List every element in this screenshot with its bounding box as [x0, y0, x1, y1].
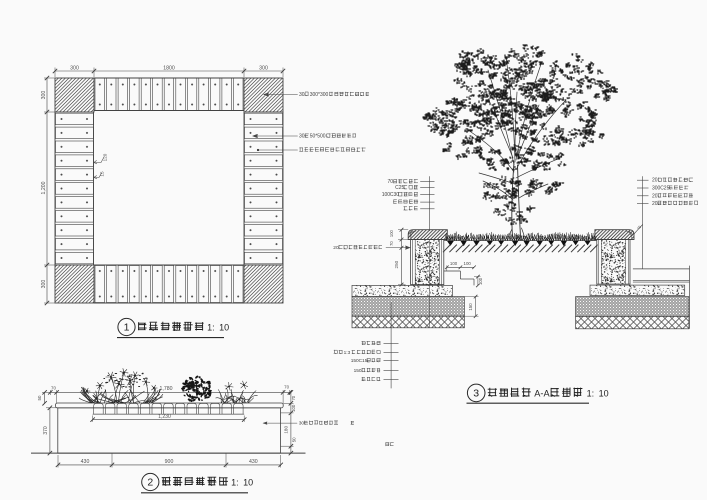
svg-text:300: 300: [652, 186, 661, 192]
svg-text:C30: C30: [390, 192, 399, 198]
svg-text:20: 20: [652, 178, 658, 184]
svg-text:900: 900: [165, 459, 174, 465]
svg-text:300*300: 300*300: [310, 92, 329, 98]
svg-text:C15: C15: [359, 358, 368, 364]
svg-text:1,230: 1,230: [158, 414, 171, 420]
svg-text:1:: 1:: [231, 478, 239, 488]
svg-text:70: 70: [284, 384, 289, 389]
svg-text:150: 150: [354, 368, 362, 374]
svg-text:20: 20: [652, 201, 658, 207]
svg-text:3: 3: [473, 388, 479, 400]
svg-text:120: 120: [103, 153, 108, 161]
svg-text:100: 100: [450, 261, 458, 266]
svg-text:100: 100: [382, 192, 391, 198]
svg-text:1,200: 1,200: [41, 181, 47, 194]
svg-text:150: 150: [468, 303, 473, 311]
svg-text:1800: 1800: [163, 65, 175, 71]
svg-text:10: 10: [219, 323, 229, 333]
svg-text:300: 300: [259, 65, 268, 71]
svg-text:250: 250: [394, 260, 399, 268]
svg-text:10: 10: [243, 478, 253, 488]
svg-text:1:: 1:: [207, 323, 215, 333]
svg-text:10: 10: [599, 389, 609, 399]
svg-text:180: 180: [284, 426, 289, 434]
svg-text:70: 70: [389, 241, 394, 246]
svg-text:50: 50: [292, 437, 297, 442]
svg-text:150: 150: [351, 358, 359, 364]
svg-text:20: 20: [652, 193, 658, 199]
svg-text:370: 370: [43, 426, 49, 435]
svg-text:50: 50: [37, 395, 42, 400]
svg-text:300: 300: [41, 280, 47, 289]
svg-text:70: 70: [291, 395, 296, 400]
svg-text:70: 70: [388, 179, 394, 185]
svg-text:30: 30: [299, 421, 305, 427]
svg-text:C25: C25: [660, 186, 669, 192]
svg-text:70: 70: [51, 386, 56, 391]
svg-text:15: 15: [100, 171, 105, 177]
svg-text:100: 100: [389, 229, 394, 237]
svg-text:430: 430: [81, 459, 90, 465]
svg-text:C25: C25: [395, 185, 404, 191]
svg-text:30: 30: [299, 92, 305, 98]
svg-text:430: 430: [249, 459, 258, 465]
svg-text:1:3: 1:3: [344, 350, 351, 356]
svg-text:300: 300: [41, 91, 47, 100]
svg-text:100: 100: [464, 261, 472, 266]
svg-text:1,780: 1,780: [160, 386, 173, 392]
svg-text:45: 45: [636, 225, 642, 231]
svg-text:A-A: A-A: [534, 388, 550, 398]
svg-text:20: 20: [333, 245, 339, 251]
svg-text:100: 100: [478, 277, 483, 285]
svg-text:1: 1: [124, 322, 130, 334]
svg-text:1:: 1:: [587, 389, 595, 399]
svg-text:50*500: 50*500: [310, 134, 326, 140]
svg-text:30: 30: [299, 134, 305, 140]
svg-text:2: 2: [147, 477, 153, 489]
svg-text:100: 100: [291, 404, 296, 412]
svg-text:300: 300: [70, 65, 79, 71]
